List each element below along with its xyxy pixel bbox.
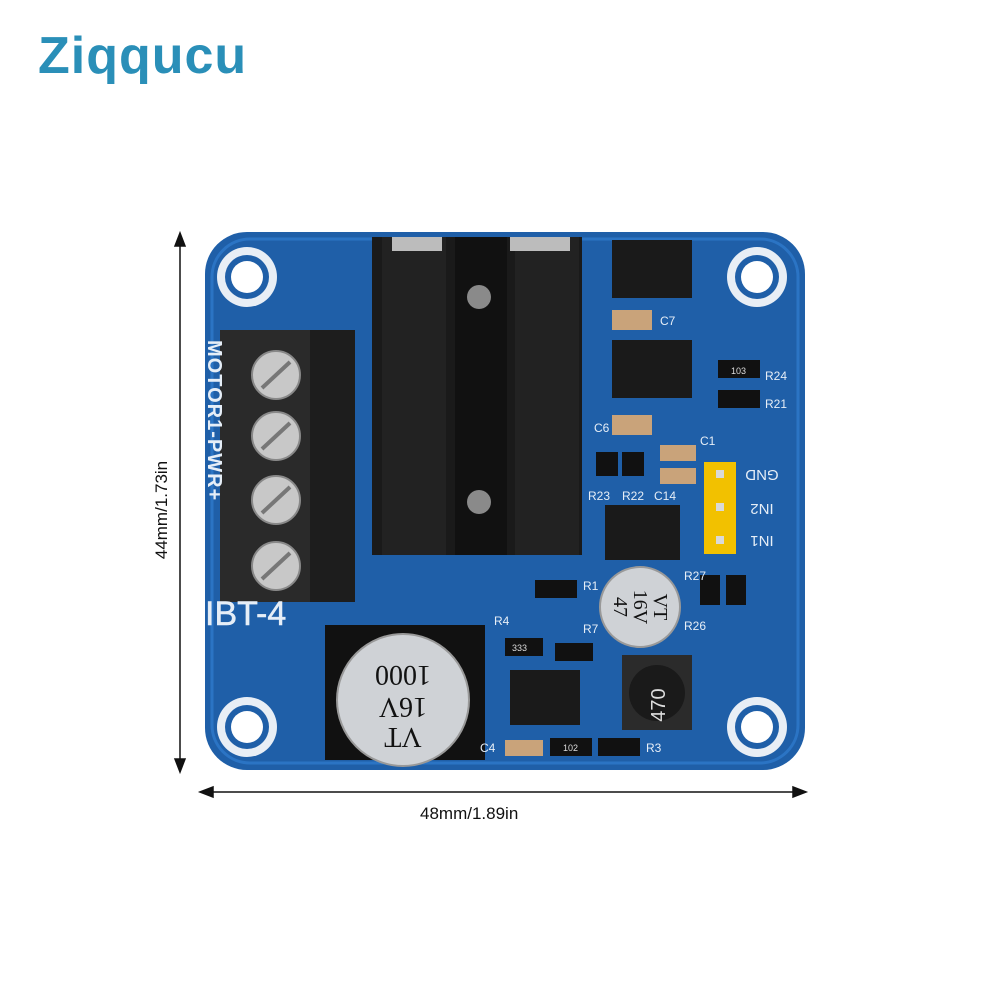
- mounting-hole: [217, 247, 787, 757]
- pin-label-in1: IN1: [750, 532, 773, 549]
- ref-r7: R7: [583, 622, 599, 636]
- height-dimension-label: 44mm/1.73in: [152, 460, 171, 560]
- terminal-label: MOTOR1-PWR+: [203, 340, 225, 501]
- ref-c14: C14: [654, 489, 676, 503]
- cap-small-value: 47: [609, 597, 631, 617]
- pin-header: [704, 462, 736, 554]
- ref-c7: C7: [660, 314, 676, 328]
- ref-r22: R22: [622, 489, 644, 503]
- ref-c1: C1: [700, 434, 716, 448]
- resistor-code: 103: [731, 366, 746, 376]
- ref-r27: R27: [684, 569, 706, 583]
- resistor-code-2: 102: [563, 743, 578, 753]
- screw-terminal: [220, 330, 355, 602]
- ref-r4: R4: [494, 614, 510, 628]
- smd-capacitor: [505, 310, 696, 756]
- electrolytic-capacitor-small: [599, 566, 681, 648]
- cap-large-voltage: 16V: [379, 691, 427, 722]
- pin-label-gnd: GND: [745, 466, 779, 483]
- ref-r21: R21: [765, 397, 787, 411]
- cap-large-voltage-type: VT: [384, 721, 421, 752]
- dimension-lines: [173, 230, 809, 799]
- ref-r1: R1: [583, 579, 599, 593]
- resistor-code-3: 333: [512, 643, 527, 653]
- ref-c6: C6: [594, 421, 610, 435]
- model-label: IBT-4: [205, 595, 286, 633]
- logo-text: Ziqqucu: [38, 27, 248, 85]
- inductor-value: 470: [648, 688, 670, 721]
- ref-c4: C4: [480, 741, 496, 755]
- pin-label-in2: IN2: [750, 500, 773, 517]
- ref-r24: R24: [765, 369, 787, 383]
- cap-small-voltage-type: VT: [649, 594, 671, 621]
- inductor: [622, 655, 692, 730]
- heatsink: [372, 237, 582, 555]
- ref-r26: R26: [684, 619, 706, 633]
- electrolytic-capacitor-large: [325, 625, 485, 767]
- cap-large-value: 1000: [375, 659, 431, 690]
- brand-logo: Ziqqucu: [38, 30, 247, 82]
- ref-r3: R3: [646, 741, 662, 755]
- ic-chip: [510, 240, 692, 725]
- width-dimension-label: 48mm/1.89in: [420, 804, 519, 823]
- smd-resistor: [505, 360, 760, 756]
- cap-small-voltage: 16V: [629, 590, 651, 625]
- ref-r23: R23: [588, 489, 610, 503]
